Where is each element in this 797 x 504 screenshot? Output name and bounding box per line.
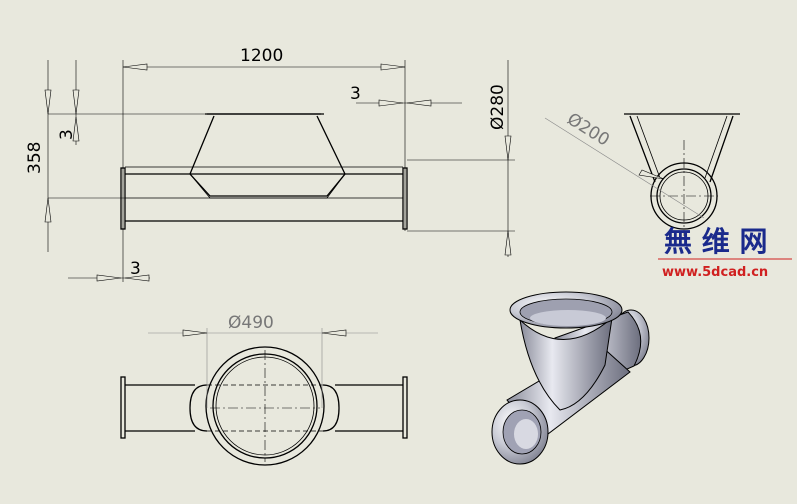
dim-height-label: 358 <box>25 142 45 174</box>
front-view <box>120 113 408 230</box>
watermark: 無 维 网 www.5dcad.cn <box>658 225 792 280</box>
dim-wall-left-label: 3 <box>130 259 141 279</box>
top-view <box>120 346 408 466</box>
dim-wall-top-label: 3 <box>57 129 77 140</box>
dim-outlet-dia-label: Ø280 <box>488 84 508 130</box>
watermark-title: 無 维 网 <box>664 225 768 258</box>
watermark-url: www.5dcad.cn <box>662 265 768 280</box>
front-dimensions: 1200 358 3 3 3 Ø280 <box>25 46 515 282</box>
top-dimensions: Ø490 <box>148 313 378 408</box>
dim-inlet-dia-label: Ø490 <box>228 313 274 333</box>
top-outer-circle <box>205 346 325 466</box>
isometric-view <box>491 291 650 465</box>
dim-side-dia-label: Ø200 <box>563 109 612 150</box>
side-view <box>624 113 740 236</box>
dim-length-label: 1200 <box>240 46 283 66</box>
dim-wall-right-label: 3 <box>350 84 361 104</box>
funnel-outline <box>189 113 346 197</box>
